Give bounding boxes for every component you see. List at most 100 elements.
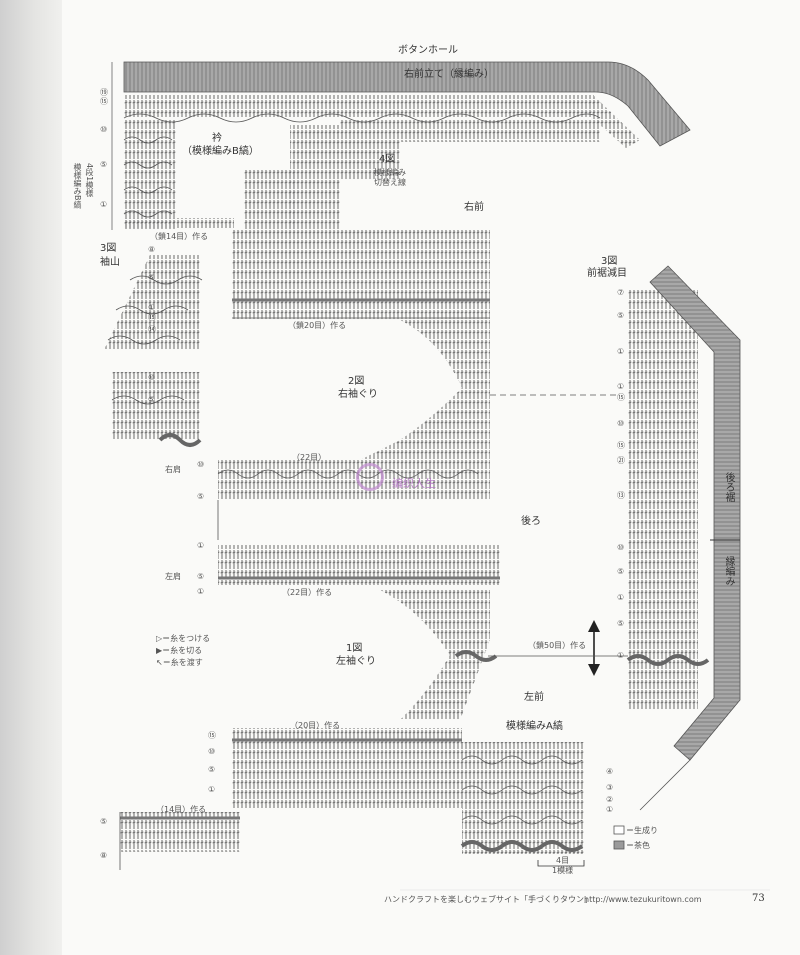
row-marker: ①	[617, 593, 625, 602]
repeat-note-1: 4目	[556, 856, 570, 865]
symbol-legend: ▷＝糸をつける ▶＝糸を切る ↖＝糸を渡す	[156, 633, 210, 669]
fig1-label: 1図	[346, 643, 363, 654]
row-marker: ⑤	[208, 765, 216, 774]
legend-attach-yarn-icon: ▷	[156, 634, 163, 643]
back-label: 後ろ	[521, 516, 541, 527]
left-shoulder-label: 左肩	[165, 572, 181, 581]
row-marker: ⑮	[617, 393, 625, 402]
fig3-sleeve-label: 3図	[100, 243, 117, 254]
row-marker: ⑮	[100, 97, 108, 106]
right-shoulder-label: 右肩	[165, 465, 181, 474]
chain14-top-label: （鎖14目）作る	[150, 232, 209, 241]
left-front-label: 左前	[524, 692, 544, 703]
right-front-band-label: 右前立て（縁編み）	[404, 69, 494, 80]
book-spine-shadow	[0, 0, 62, 955]
row-marker: ⑩	[197, 460, 205, 469]
row-marker: ⑲	[100, 88, 108, 97]
right-shoulder	[218, 460, 490, 500]
row-marker: ⑤	[100, 817, 108, 826]
row-marker: ⑩	[617, 419, 625, 428]
row-marker: ⑧	[148, 245, 156, 254]
row-marker: ⑩	[148, 373, 156, 382]
legend-cut-yarn-text: ＝糸を切る	[162, 646, 203, 655]
legend-carry-yarn: ↖＝糸を渡す	[156, 657, 210, 669]
side-note-1: 4段1模様	[85, 163, 94, 198]
legend-carry-yarn-text: ＝糸を渡す	[162, 658, 203, 667]
row-marker: ⑩	[617, 543, 625, 552]
collar-pattern-label: （模様編みB縞）	[182, 146, 259, 157]
legend-attach-yarn-text: ＝糸をつける	[162, 634, 211, 643]
row-marker: ①	[100, 200, 108, 209]
row-marker: ⑩	[100, 125, 108, 134]
row-marker: ⑤	[617, 619, 625, 628]
right-front-upper-rows	[124, 95, 594, 117]
st22-make-label: （22目）作る	[282, 588, 333, 597]
sleeve-cap	[104, 255, 200, 350]
watermark-text: 编织人生	[392, 477, 436, 490]
left-armhole-curve	[380, 590, 490, 720]
edging-label: 縁編み	[723, 556, 734, 586]
legend-attach-yarn: ▷＝糸をつける	[156, 633, 210, 645]
front-hem-dec-label: 前裾減目	[587, 268, 627, 279]
chain50-label: （鎖50目）作る	[528, 641, 587, 650]
repeat-note-2: 1模様	[552, 866, 574, 875]
footer-site: ハンドクラフトを楽しむウェブサイト「手づくりタウン」	[384, 895, 592, 904]
row-marker: ⑮	[208, 731, 216, 740]
row-marker: ①	[617, 347, 625, 356]
row-marker: ⑭	[148, 325, 156, 334]
color-key-brown	[613, 840, 625, 850]
row-marker: ⑧	[100, 851, 108, 860]
right-armhole-label: 右袖ぐり	[338, 389, 378, 400]
row-marker: ②	[606, 795, 614, 804]
fig3-hem-label: 3図	[601, 256, 618, 267]
side-note-2: 模様編みB縞	[73, 163, 82, 209]
chain20-label: （鎖20目）作る	[288, 321, 347, 330]
row-marker: ⑩	[208, 747, 216, 756]
row-marker: ⑤	[148, 395, 156, 404]
collar-block	[124, 120, 176, 230]
row-marker: ⑮	[148, 313, 156, 322]
row-marker: ①	[617, 382, 625, 391]
footer-url: http://www.tezukuritown.com	[584, 895, 702, 904]
front-hem-rows	[628, 290, 698, 710]
color-key-natural-label: ＝生成り	[626, 826, 658, 835]
row-marker: ⑮	[617, 441, 625, 450]
watermark-logo	[356, 463, 384, 491]
row-marker: ⑤	[197, 572, 205, 581]
right-armhole-curve	[360, 320, 490, 460]
buttonhole-label: ボタンホール	[398, 45, 458, 56]
row-marker: ③	[606, 783, 614, 792]
row-marker: ④	[606, 767, 614, 776]
row-marker: ①	[197, 541, 205, 550]
legend-cut-yarn-icon: ▶	[156, 646, 163, 655]
left-front-pattern-label: 模様編みA縞	[506, 721, 563, 732]
st20-make-label: （20目）作る	[290, 721, 341, 730]
legend-cut-yarn: ▶＝糸を切る	[156, 645, 210, 657]
row-marker: ㉑	[617, 456, 625, 465]
fig4-note1: 模様編み	[374, 168, 406, 177]
row-marker: ⑤	[148, 273, 156, 282]
st14-make-label: （14目）作る	[156, 805, 207, 814]
fig2-label: 2図	[348, 376, 365, 387]
row-marker: ⑬	[617, 491, 625, 500]
row-marker: ⑦	[617, 288, 625, 297]
fig4-note2: 切替え線	[374, 178, 406, 187]
row-marker: ①	[208, 785, 216, 794]
row-marker: ①	[606, 805, 614, 814]
back-hem-label: 後ろ裾	[723, 472, 734, 502]
color-key-natural	[613, 825, 625, 835]
st22-top-label: （22目）	[292, 453, 327, 462]
right-front-band	[123, 61, 691, 147]
row-marker: ⑤	[197, 492, 205, 501]
left-armhole-label: 左袖ぐり	[336, 656, 376, 667]
page-number: 73	[752, 893, 765, 904]
row-marker: ①	[148, 303, 156, 312]
sleeve-cap-label: 袖山	[100, 257, 120, 268]
collar-label: 衿	[212, 133, 222, 144]
row-marker: ⑤	[617, 311, 625, 320]
row-marker: ①	[617, 651, 625, 660]
right-front-body	[232, 230, 490, 320]
row-marker: ①	[197, 587, 205, 596]
legend-carry-yarn-icon: ↖	[156, 658, 163, 667]
